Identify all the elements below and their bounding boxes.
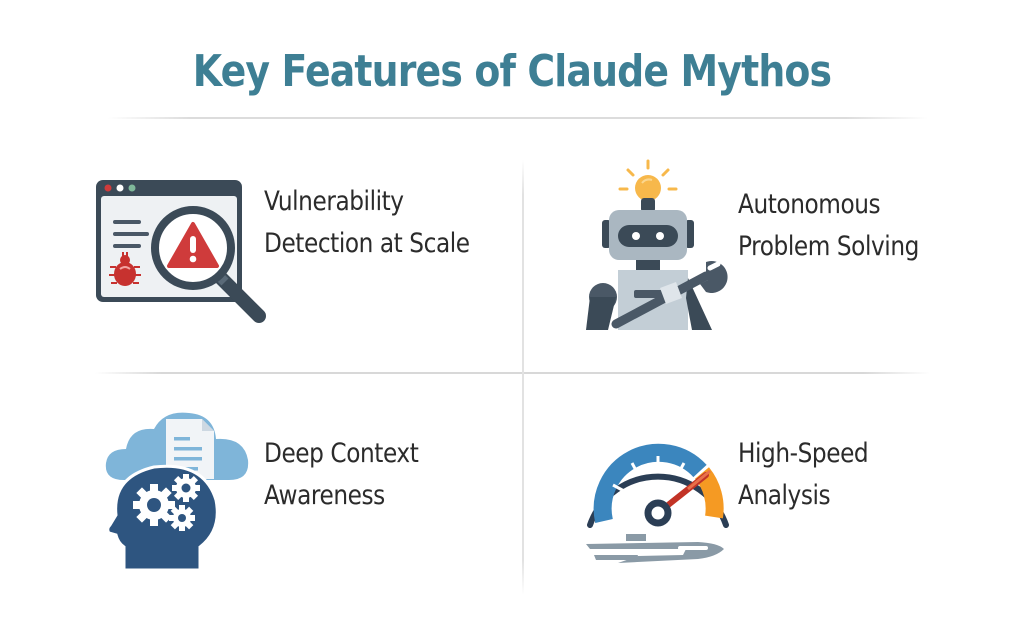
head-context-icon <box>104 405 254 572</box>
vulnerability-scan-icon <box>93 178 273 328</box>
page-title: Key Features of Claude Mythos <box>192 46 832 97</box>
feature-label: Vulnerability Detection at Scale <box>264 186 470 259</box>
horizontal-divider <box>95 372 930 374</box>
feature-label: Autonomous Problem Solving <box>738 189 919 262</box>
robot-problem-solving-icon <box>578 158 728 333</box>
vertical-divider <box>522 160 524 595</box>
feature-label: High-Speed Analysis <box>738 438 869 511</box>
title-divider <box>108 117 928 119</box>
feature-label: Deep Context Awareness <box>264 438 419 511</box>
speedometer-icon <box>578 425 738 570</box>
